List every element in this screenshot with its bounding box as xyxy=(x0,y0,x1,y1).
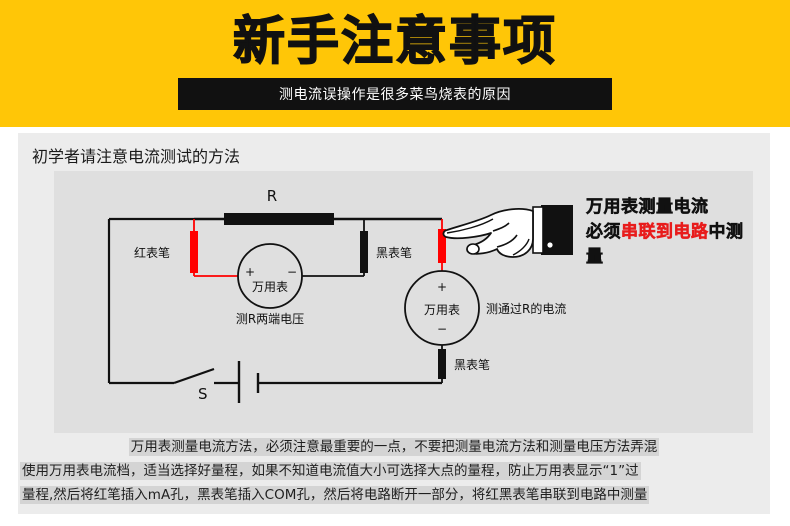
switch-label: S xyxy=(198,385,208,403)
panel-title: 初学者请注意电流测试的方法 xyxy=(32,147,241,166)
content-panel: 初学者请注意电流测试的方法 S xyxy=(18,133,770,514)
ammeter-caption: 测通过R的电流 xyxy=(486,301,566,316)
black-probe-bottom xyxy=(438,349,446,379)
circuit-schematic: S R 黑表笔 红表笔 xyxy=(107,187,566,403)
banner-title: 新手注意事项 xyxy=(232,11,557,72)
black-probe-top-label: 黑表笔 xyxy=(376,245,412,260)
callout-line-1: 万用表测量电流 xyxy=(586,197,709,218)
callout-line2-pre: 必须 xyxy=(586,222,621,243)
banner-subtitle: 测电流误操作是很多菜鸟烧表的原因 xyxy=(279,87,511,103)
notes-line-1: 万用表测量电流方法，必须注意最重要的一点，不要把测量电流方法和测量电压方法弄混 xyxy=(128,438,660,456)
voltmeter-caption: 测R两端电压 xyxy=(236,312,304,326)
callout-line-2: 必须串联到电路中测量 xyxy=(586,220,753,270)
resistor-body xyxy=(224,213,334,225)
notes-line-2-row: 使用万用表电流档，适当选择好量程，如果不知道电流值大小可选择大点的量程，防止万用… xyxy=(18,459,770,483)
circuit-diagram-area: S R 黑表笔 红表笔 xyxy=(54,171,753,433)
red-probe xyxy=(190,231,198,273)
resistor-label: R xyxy=(267,187,277,205)
ammeter-minus-sign: − xyxy=(437,322,447,336)
red-probe-label: 红表笔 xyxy=(134,245,170,260)
red-probe-ammeter xyxy=(438,229,446,263)
notes-line-3: 量程,然后将红笔插入mA孔，黑表笔插入COM孔，然后将电路断开一部分，将红黑表笔… xyxy=(20,486,650,504)
ammeter-plus-sign: + xyxy=(437,280,447,294)
callout-line2-highlight: 串联到电路 xyxy=(621,222,709,243)
notes-line-3-row: 量程,然后将红笔插入mA孔，黑表笔插入COM孔，然后将电路断开一部分，将红黑表笔… xyxy=(18,483,770,507)
voltmeter-plus-sign: + xyxy=(245,265,255,279)
voltmeter-minus-sign: − xyxy=(287,265,297,279)
callout-line2-post: 中测量 xyxy=(586,222,744,268)
notes-line-2: 使用万用表电流档，适当选择好量程，如果不知道电流值大小可选择大点的量程，防止万用… xyxy=(20,462,641,480)
voltmeter-meter-circle xyxy=(237,243,303,309)
notes-block: 万用表测量电流方法，必须注意最重要的一点，不要把测量电流方法和测量电压方法弄混 … xyxy=(18,435,770,507)
pointing-hand-icon xyxy=(442,205,573,258)
notes-line-1-row: 万用表测量电流方法，必须注意最重要的一点，不要把测量电流方法和测量电压方法弄混 xyxy=(18,435,770,459)
callout-text: 万用表测量电流 必须串联到电路中测量 xyxy=(586,195,753,270)
black-probe-bottom-label: 黑表笔 xyxy=(454,357,490,372)
black-probe-top xyxy=(360,231,368,273)
switch-blade xyxy=(173,367,215,385)
ammeter-meter-label: 万用表 xyxy=(424,303,460,317)
banner-subtitle-bar: 测电流误操作是很多菜鸟烧表的原因 xyxy=(178,78,612,110)
voltmeter-meter-label: 万用表 xyxy=(252,280,288,294)
header-banner: 新手注意事项 测电流误操作是很多菜鸟烧表的原因 xyxy=(0,0,790,127)
